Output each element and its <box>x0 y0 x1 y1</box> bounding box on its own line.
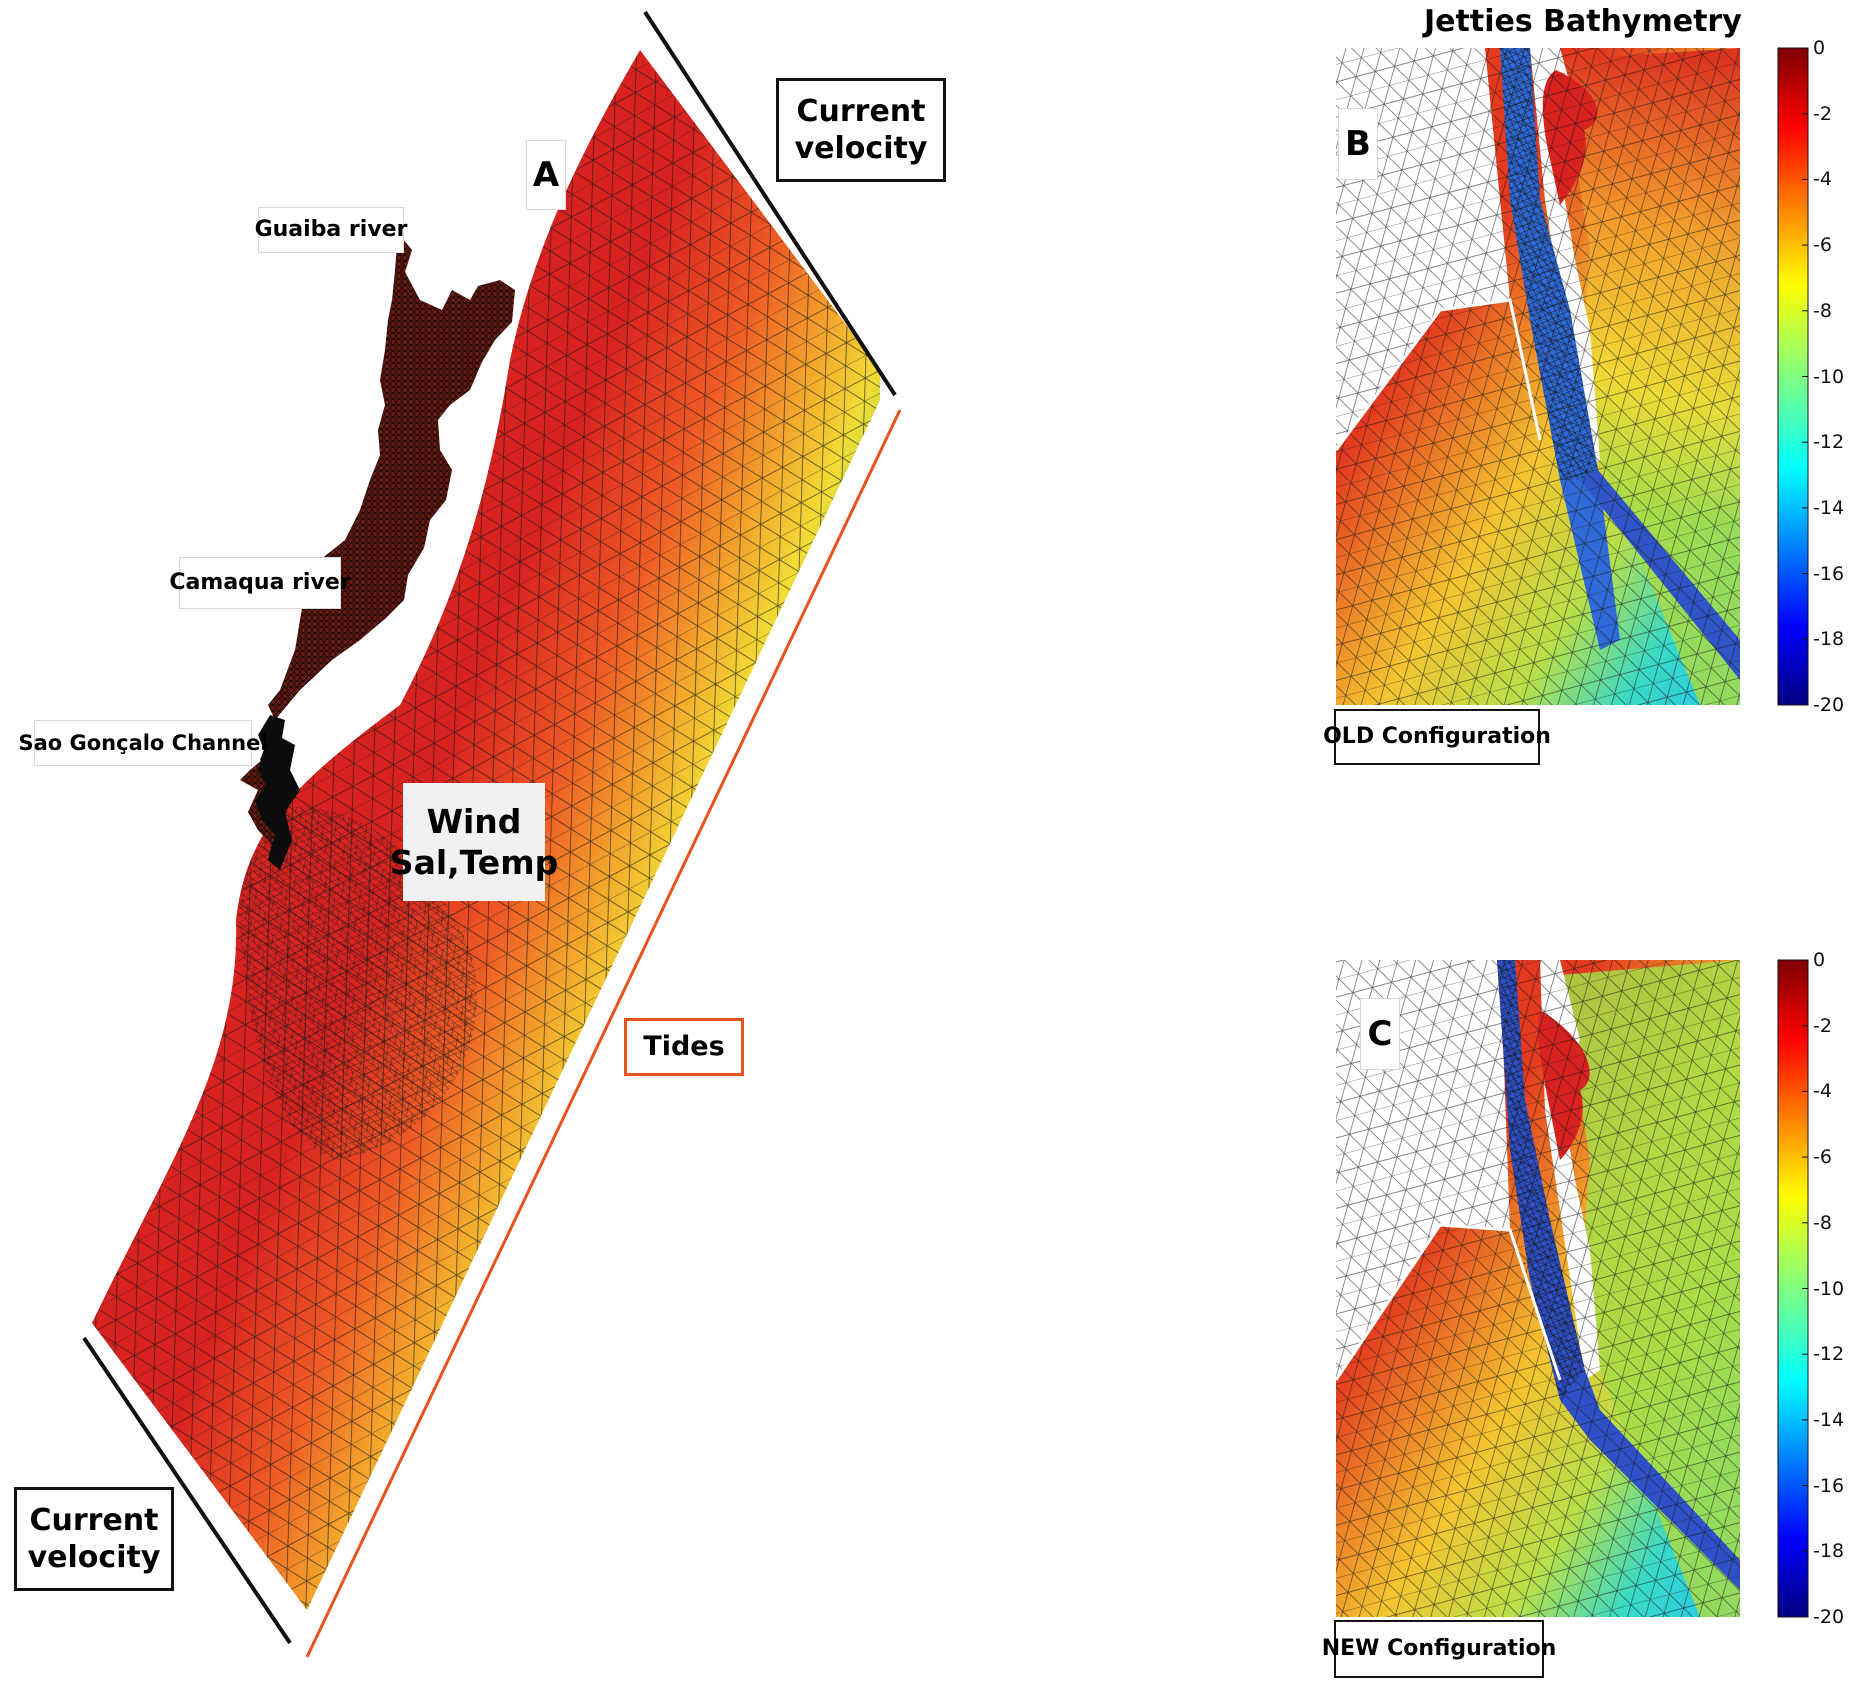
colorbar-c <box>1777 959 1809 1618</box>
guaiba-river-label: Guaiba river <box>255 207 407 253</box>
colorbar-c-tick-label: -14 <box>1813 1408 1845 1431</box>
camaqua-river-label: Camaqua river <box>169 557 351 609</box>
current-velocity-top-label: Current velocity <box>776 78 946 182</box>
boundary-line-tides <box>305 409 902 1658</box>
panel-b-mesh <box>1336 48 1740 705</box>
new-configuration-label: NEW Configuration <box>1322 1620 1556 1678</box>
lagoon-estuary-mesh <box>240 233 515 850</box>
colorbar-b-tick-label: -10 <box>1813 365 1845 388</box>
colorbar-b-tick-label: -18 <box>1813 628 1845 651</box>
current-bottom-line1: Current <box>29 1502 159 1538</box>
current-bottom-line2: velocity <box>27 1540 161 1575</box>
panel-c-mesh <box>1336 960 1740 1617</box>
colorbar-b-tick-label: -4 <box>1813 168 1832 191</box>
current-top-line2: velocity <box>794 131 928 166</box>
colorbar-b-tick-label: -6 <box>1813 234 1832 257</box>
boundary-line-south <box>82 1336 292 1645</box>
colorbar-c-tick-label: -12 <box>1813 1343 1845 1366</box>
colorbar-b-tick-label: -2 <box>1813 102 1832 125</box>
wind-label-line1: Wind <box>426 801 522 841</box>
colorbar-c-tick-label: -20 <box>1813 1606 1845 1628</box>
colorbar-b-tick-label: -12 <box>1813 431 1845 454</box>
current-velocity-bottom-label: Current velocity <box>14 1487 174 1591</box>
jetties-bathymetry-title: Jetties Bathymetry <box>1424 4 1742 39</box>
sao-goncalo-channel-mesh <box>255 715 300 870</box>
wind-forcing-label: Wind Sal,Temp <box>390 783 558 901</box>
colorbar-c-tick-label: -6 <box>1813 1146 1832 1169</box>
panel-c-letter: C <box>1360 998 1400 1070</box>
colorbar-c-tick-label: -4 <box>1813 1080 1832 1103</box>
colorbar-b-tick-label: -8 <box>1813 299 1832 322</box>
wind-label-line2: Sal,Temp <box>389 843 559 882</box>
boundary-line-north <box>643 10 897 397</box>
sao-goncalo-channel-label: Sao Gonçalo Channel <box>18 720 268 766</box>
panel-b-letter: B <box>1338 108 1378 180</box>
colorbar-tick-marks <box>1802 47 1808 1618</box>
colorbar-c-tick-label: 0 <box>1813 949 1826 971</box>
colorbar-c-tick-label: -8 <box>1813 1211 1832 1234</box>
colorbar-c-tick-label: -10 <box>1813 1277 1845 1300</box>
colorbar-c-tick-label: -16 <box>1813 1474 1845 1497</box>
colorbar-b-tick-label: 0 <box>1813 37 1826 59</box>
tides-label: Tides <box>624 1018 744 1076</box>
panel-a-letter: A <box>526 140 566 210</box>
colorbar-b-tick-label: -20 <box>1813 694 1845 716</box>
current-top-line1: Current <box>796 93 926 129</box>
colorbar-c-tick-label: -18 <box>1813 1540 1845 1563</box>
colorbar-b-tick-label: -14 <box>1813 496 1845 519</box>
colorbar-b-tick-label: -16 <box>1813 562 1845 585</box>
old-configuration-label: OLD Configuration <box>1323 709 1551 765</box>
colorbar-c-tick-label: -2 <box>1813 1014 1832 1037</box>
